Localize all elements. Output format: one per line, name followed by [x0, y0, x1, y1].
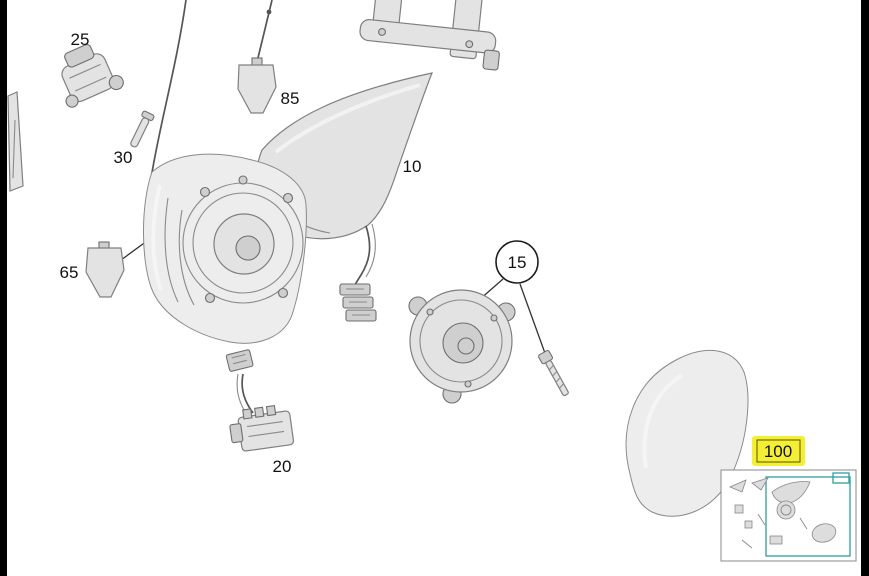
mirror-glass	[625, 349, 749, 517]
label-30[interactable]: 30	[114, 148, 133, 167]
top-bracket-partial	[359, 0, 500, 71]
label-15[interactable]: 15	[508, 253, 527, 272]
label-10[interactable]: 10	[403, 157, 422, 176]
housing-harness	[352, 223, 376, 292]
antenna-rod	[256, 0, 273, 63]
leader-line-15-screw	[519, 283, 547, 357]
leader-line-65	[120, 240, 148, 261]
harness-connector-stack	[339, 283, 377, 322]
inset-selection-box	[765, 476, 851, 557]
inset-mini-diagram	[728, 477, 837, 549]
left-edge-partial-part	[7, 91, 24, 192]
part-65-clip	[85, 241, 125, 298]
inset-thumbnail[interactable]	[720, 469, 857, 562]
part-20-connector	[225, 349, 254, 372]
callout-15-circle	[495, 240, 539, 284]
part-85-clip	[237, 57, 277, 114]
part-15-motor	[408, 289, 516, 404]
part-30-pin	[130, 110, 155, 148]
left-border-bar	[0, 0, 7, 576]
label-100-highlight[interactable]: 100	[752, 436, 805, 466]
label-85[interactable]: 85	[281, 89, 300, 108]
part-20-module	[229, 404, 295, 452]
label-100[interactable]: 100	[764, 442, 792, 461]
label-20[interactable]: 20	[273, 457, 292, 476]
label-25[interactable]: 25	[71, 30, 90, 49]
part-25-motor	[61, 43, 124, 108]
inset-mini-selection	[832, 472, 850, 484]
mirror-frame-assembly	[143, 153, 307, 344]
label-65[interactable]: 65	[60, 263, 79, 282]
part-15-screw	[538, 350, 569, 397]
right-border-bar	[861, 0, 869, 576]
